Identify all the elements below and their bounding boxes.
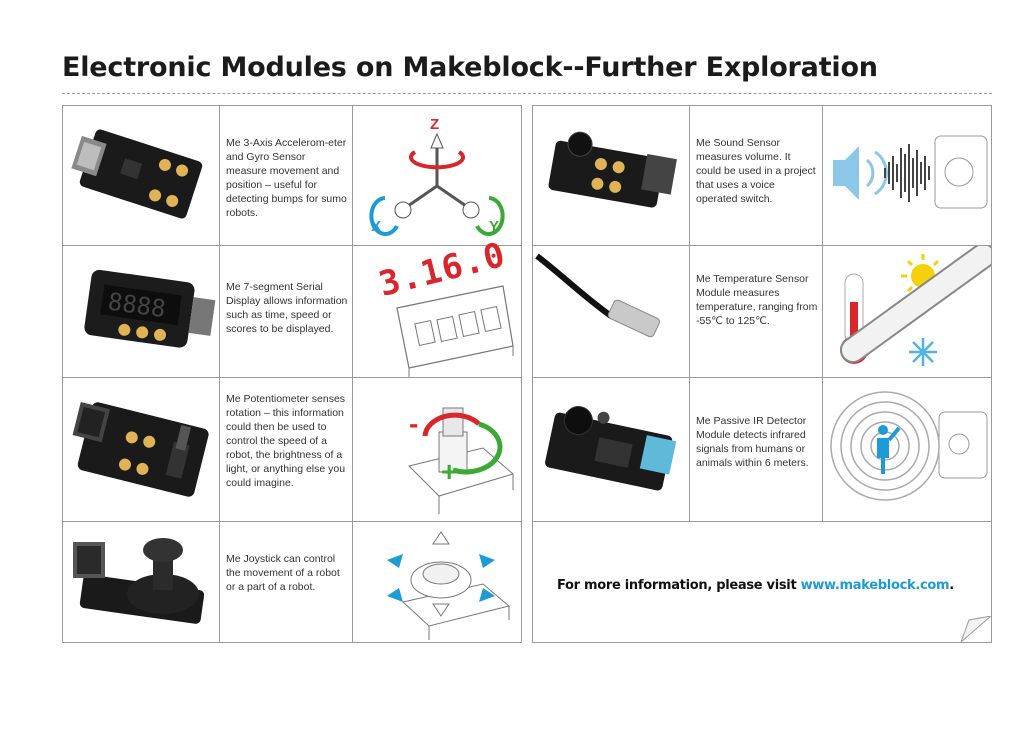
left-panel: Me 3-Axis Accelerom-eter and Gyro Sensor… (62, 105, 522, 643)
sound-sensor-description: Me Sound Sensor measures volume. It coul… (696, 137, 816, 205)
axis-label-z: Z (430, 116, 440, 133)
makeblock-link[interactable]: www.makeblock.com (800, 578, 950, 593)
sound-sensor-text-cell: Me Sound Sensor measures volume. It coul… (690, 106, 823, 245)
page-title: Electronic Modules on Makeblock--Further… (62, 52, 878, 83)
module-row-passive-ir: Me Passive IR Detector Module detects in… (533, 378, 991, 522)
potentiometer-description: Me Potentiometer senses rotation – this … (226, 393, 346, 489)
module-row-7segment: 8888 Me 7-segment Serial Display allows … (63, 235, 521, 378)
passive-ir-illustration (823, 378, 991, 521)
title-divider (62, 93, 992, 94)
sound-sensor-illustration (823, 106, 991, 245)
module-row-sound-sensor: Me Sound Sensor measures volume. It coul… (533, 106, 991, 246)
temperature-illustration (823, 246, 991, 377)
accelerometer-illustration: Z X Y (353, 106, 521, 245)
accelerometer-text-cell: Me 3-Axis Accelerom-eter and Gyro Sensor… (220, 106, 353, 245)
joystick-illustration (353, 522, 521, 642)
joystick-description: Me Joystick can control the movement of … (226, 553, 340, 593)
module-row-temperature: Me Temperature Sensor Module measures te… (533, 246, 991, 378)
7segment-illustration: 3.16.0 (353, 235, 521, 377)
passive-ir-description: Me Passive IR Detector Module detects in… (696, 415, 809, 469)
potentiometer-photo (63, 378, 220, 521)
module-row-accelerometer: Me 3-Axis Accelerom-eter and Gyro Sensor… (63, 106, 521, 246)
module-row-potentiometer: Me Potentiometer senses rotation – this … (63, 378, 521, 522)
sound-sensor-photo (533, 106, 690, 245)
potentiometer-minus-sign: - (409, 408, 419, 439)
module-row-joystick: Me Joystick can control the movement of … (63, 522, 521, 642)
more-info-row: For more information, please visit www.m… (533, 522, 991, 642)
more-info-suffix: . (949, 578, 954, 593)
potentiometer-plus-sign: + (441, 456, 458, 487)
accelerometer-photo (63, 106, 220, 245)
axis-label-x: X (371, 218, 382, 235)
joystick-photo (63, 522, 220, 642)
temperature-photo (533, 246, 690, 377)
7segment-description: Me 7-segment Serial Display allows infor… (226, 281, 348, 335)
more-info-text: For more information, please visit www.m… (557, 578, 954, 593)
joystick-text-cell: Me Joystick can control the movement of … (220, 522, 353, 642)
axis-label-y: Y (489, 218, 500, 235)
7segment-photo: 8888 (63, 246, 220, 377)
more-info-prefix: For more information, please visit (557, 578, 801, 593)
accelerometer-description: Me 3-Axis Accelerom-eter and Gyro Sensor… (226, 137, 347, 219)
potentiometer-text-cell: Me Potentiometer senses rotation – this … (220, 378, 353, 521)
7segment-text-cell: Me 7-segment Serial Display allows infor… (220, 246, 353, 377)
potentiometer-illustration: - + (353, 378, 521, 521)
right-panel: Me Sound Sensor measures volume. It coul… (532, 105, 992, 643)
temperature-description: Me Temperature Sensor Module measures te… (696, 273, 818, 327)
temperature-text-cell: Me Temperature Sensor Module measures te… (690, 246, 823, 377)
passive-ir-photo (533, 378, 690, 521)
page-curl-corner (961, 616, 991, 642)
passive-ir-text-cell: Me Passive IR Detector Module detects in… (690, 378, 823, 521)
